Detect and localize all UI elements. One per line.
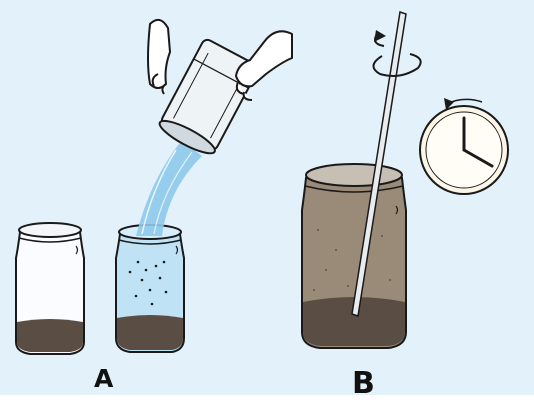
panel-a-illustration [0,0,296,407]
water-jar-icon [116,225,184,352]
panel-a: A [0,0,296,407]
panel-b: B [296,0,534,407]
panel-b-illustration [296,0,534,407]
empty-jar-icon [16,223,84,354]
panel-label-b: B [352,366,375,401]
panel-label-a: A [94,364,113,393]
muddy-jar-icon [302,164,406,348]
